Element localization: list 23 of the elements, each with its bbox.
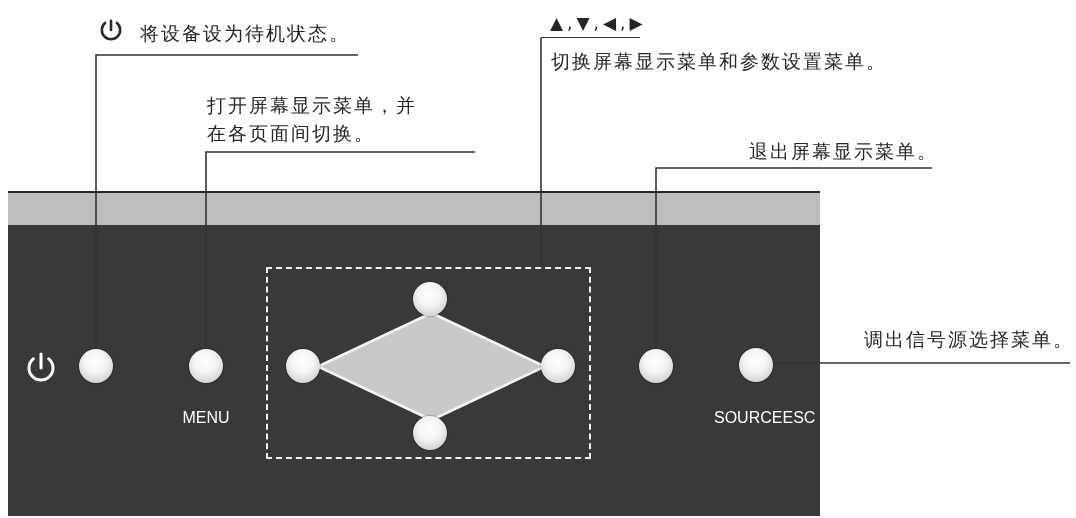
callout-text: 调出信号源选择菜单。: [864, 327, 1074, 352]
leader-line: [540, 37, 542, 268]
leader-line: [772, 362, 1071, 364]
callout-text: 退出屏幕显示菜单。: [749, 139, 938, 164]
dashed-frame: [266, 267, 591, 459]
leader-line: [655, 167, 933, 350]
round-button: [79, 349, 113, 383]
round-button: [739, 348, 773, 382]
round-button: [413, 416, 447, 450]
button-label: MENU: [182, 408, 230, 428]
round-button: [541, 349, 575, 383]
callout-text: 打开屏幕显示菜单，并在各页面间切换。: [207, 93, 418, 146]
button-label: SOURCEESC: [714, 408, 816, 428]
round-button: [286, 349, 320, 383]
round-button: [413, 282, 447, 316]
callout-text: 将设备设为待机状态。: [140, 21, 350, 46]
leader-line: [205, 151, 476, 350]
leader-line: [95, 54, 359, 350]
round-button: [639, 349, 673, 383]
round-button: [189, 349, 223, 383]
front-panel: [8, 191, 820, 516]
callout-text: 切换屏幕显示菜单和参数设置菜单。: [551, 49, 887, 74]
heading-text: ▲,▼,◀,▶: [541, 8, 640, 38]
